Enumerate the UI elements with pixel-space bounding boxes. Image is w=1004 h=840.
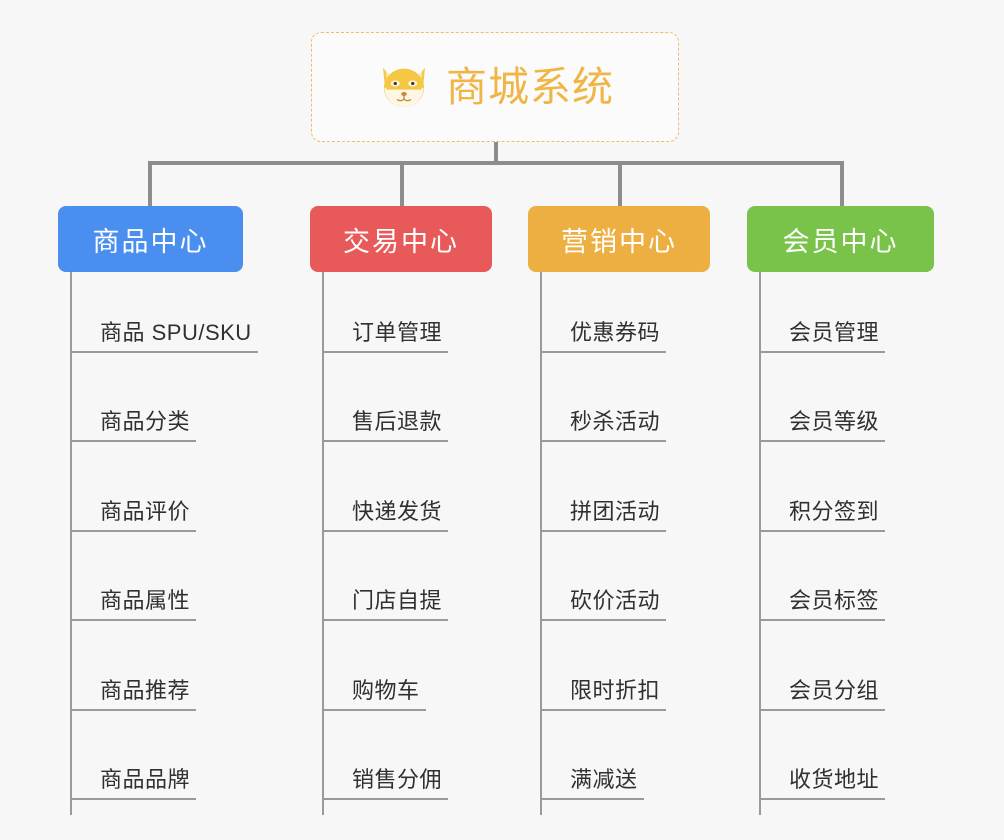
leaf-item-rule	[759, 619, 886, 621]
leaf-item-label: 满减送	[570, 767, 638, 792]
leaf-item-rule	[70, 440, 197, 442]
leaf-item-rule	[759, 798, 886, 800]
leaf-item-label: 售后退款	[352, 409, 443, 434]
leaf-item-rule	[322, 798, 449, 800]
leaf-item-label: 会员分组	[789, 678, 880, 703]
leaf-item-label: 商品推荐	[100, 678, 191, 703]
leaf-item-rule	[70, 619, 197, 621]
leaf-item-rule	[540, 619, 667, 621]
leaf-item-label: 商品属性	[100, 588, 191, 613]
leaf-item-label: 商品品牌	[100, 767, 191, 792]
leaf-item-label: 门店自提	[352, 588, 443, 613]
leaf-item-label: 订单管理	[352, 320, 443, 345]
category-card-3[interactable]: 营销中心	[528, 206, 710, 272]
leaf-item-label: 积分签到	[789, 499, 880, 524]
leaf-item-rule	[322, 440, 449, 442]
leaf-item-label: 会员管理	[789, 320, 880, 345]
leaf-item-label: 会员等级	[789, 409, 880, 434]
leaf-item-rule	[322, 709, 426, 711]
connector-horizontal-bus	[148, 161, 844, 165]
leaf-item-rule	[540, 530, 667, 532]
leaf-item-rule	[540, 798, 644, 800]
connector-drop-4	[840, 161, 844, 208]
category-card-4[interactable]: 会员中心	[747, 206, 934, 272]
leaf-item-label: 销售分佣	[352, 767, 443, 792]
leaf-item-rule	[70, 351, 258, 353]
category-card-2[interactable]: 交易中心	[310, 206, 492, 272]
leaf-item-rule	[322, 619, 449, 621]
leaf-item-rule	[70, 530, 197, 532]
leaf-item-rule	[70, 709, 197, 711]
category-card-3-label: 营销中心	[561, 226, 677, 257]
leaf-item-rule	[540, 351, 667, 353]
category-column-4: 会员中心	[747, 206, 934, 272]
leaf-item-rule	[540, 709, 667, 711]
leaf-item-label: 购物车	[352, 678, 420, 703]
leaf-item-label: 商品评价	[100, 499, 191, 524]
leaf-item-rule	[70, 798, 197, 800]
leaf-item-rule	[759, 351, 886, 353]
leaf-item-label: 会员标签	[789, 588, 880, 613]
leaf-item-label: 砍价活动	[570, 588, 661, 613]
leaf-item-label: 商品 SPU/SKU	[100, 320, 252, 345]
shiba-dog-emoji	[383, 67, 425, 108]
connector-root-stem	[494, 142, 498, 163]
leaf-item-label: 快递发货	[352, 499, 443, 524]
category-spine-2	[322, 272, 324, 815]
connector-drop-1	[148, 161, 152, 208]
leaf-item-label: 收货地址	[789, 767, 880, 792]
connector-drop-2	[400, 161, 404, 208]
leaf-item-rule	[759, 440, 886, 442]
category-card-2-label: 交易中心	[343, 226, 459, 257]
root-node-label: 商城系统	[446, 63, 614, 110]
leaf-item-rule	[759, 530, 886, 532]
leaf-item-rule	[322, 530, 449, 532]
category-spine-1	[70, 272, 72, 815]
category-card-1[interactable]: 商品中心	[58, 206, 243, 272]
leaf-item-rule	[540, 440, 667, 442]
category-spine-3	[540, 272, 542, 815]
category-card-1-label: 商品中心	[92, 226, 209, 257]
connector-drop-3	[618, 161, 622, 208]
leaf-item-label: 限时折扣	[570, 678, 661, 703]
category-column-1: 商品中心	[58, 206, 243, 272]
leaf-item-label: 优惠券码	[570, 320, 661, 345]
leaf-item-rule	[322, 351, 449, 353]
category-spine-4	[759, 272, 761, 815]
category-column-3: 营销中心	[528, 206, 710, 272]
leaf-item-label: 秒杀活动	[570, 409, 661, 434]
leaf-item-label: 拼团活动	[570, 499, 661, 524]
category-card-4-label: 会员中心	[782, 226, 899, 257]
leaf-item-rule	[759, 709, 886, 711]
leaf-item-label: 商品分类	[100, 409, 191, 434]
root-node-mall-system[interactable]: 商城系统	[311, 32, 679, 142]
category-column-2: 交易中心	[310, 206, 492, 272]
